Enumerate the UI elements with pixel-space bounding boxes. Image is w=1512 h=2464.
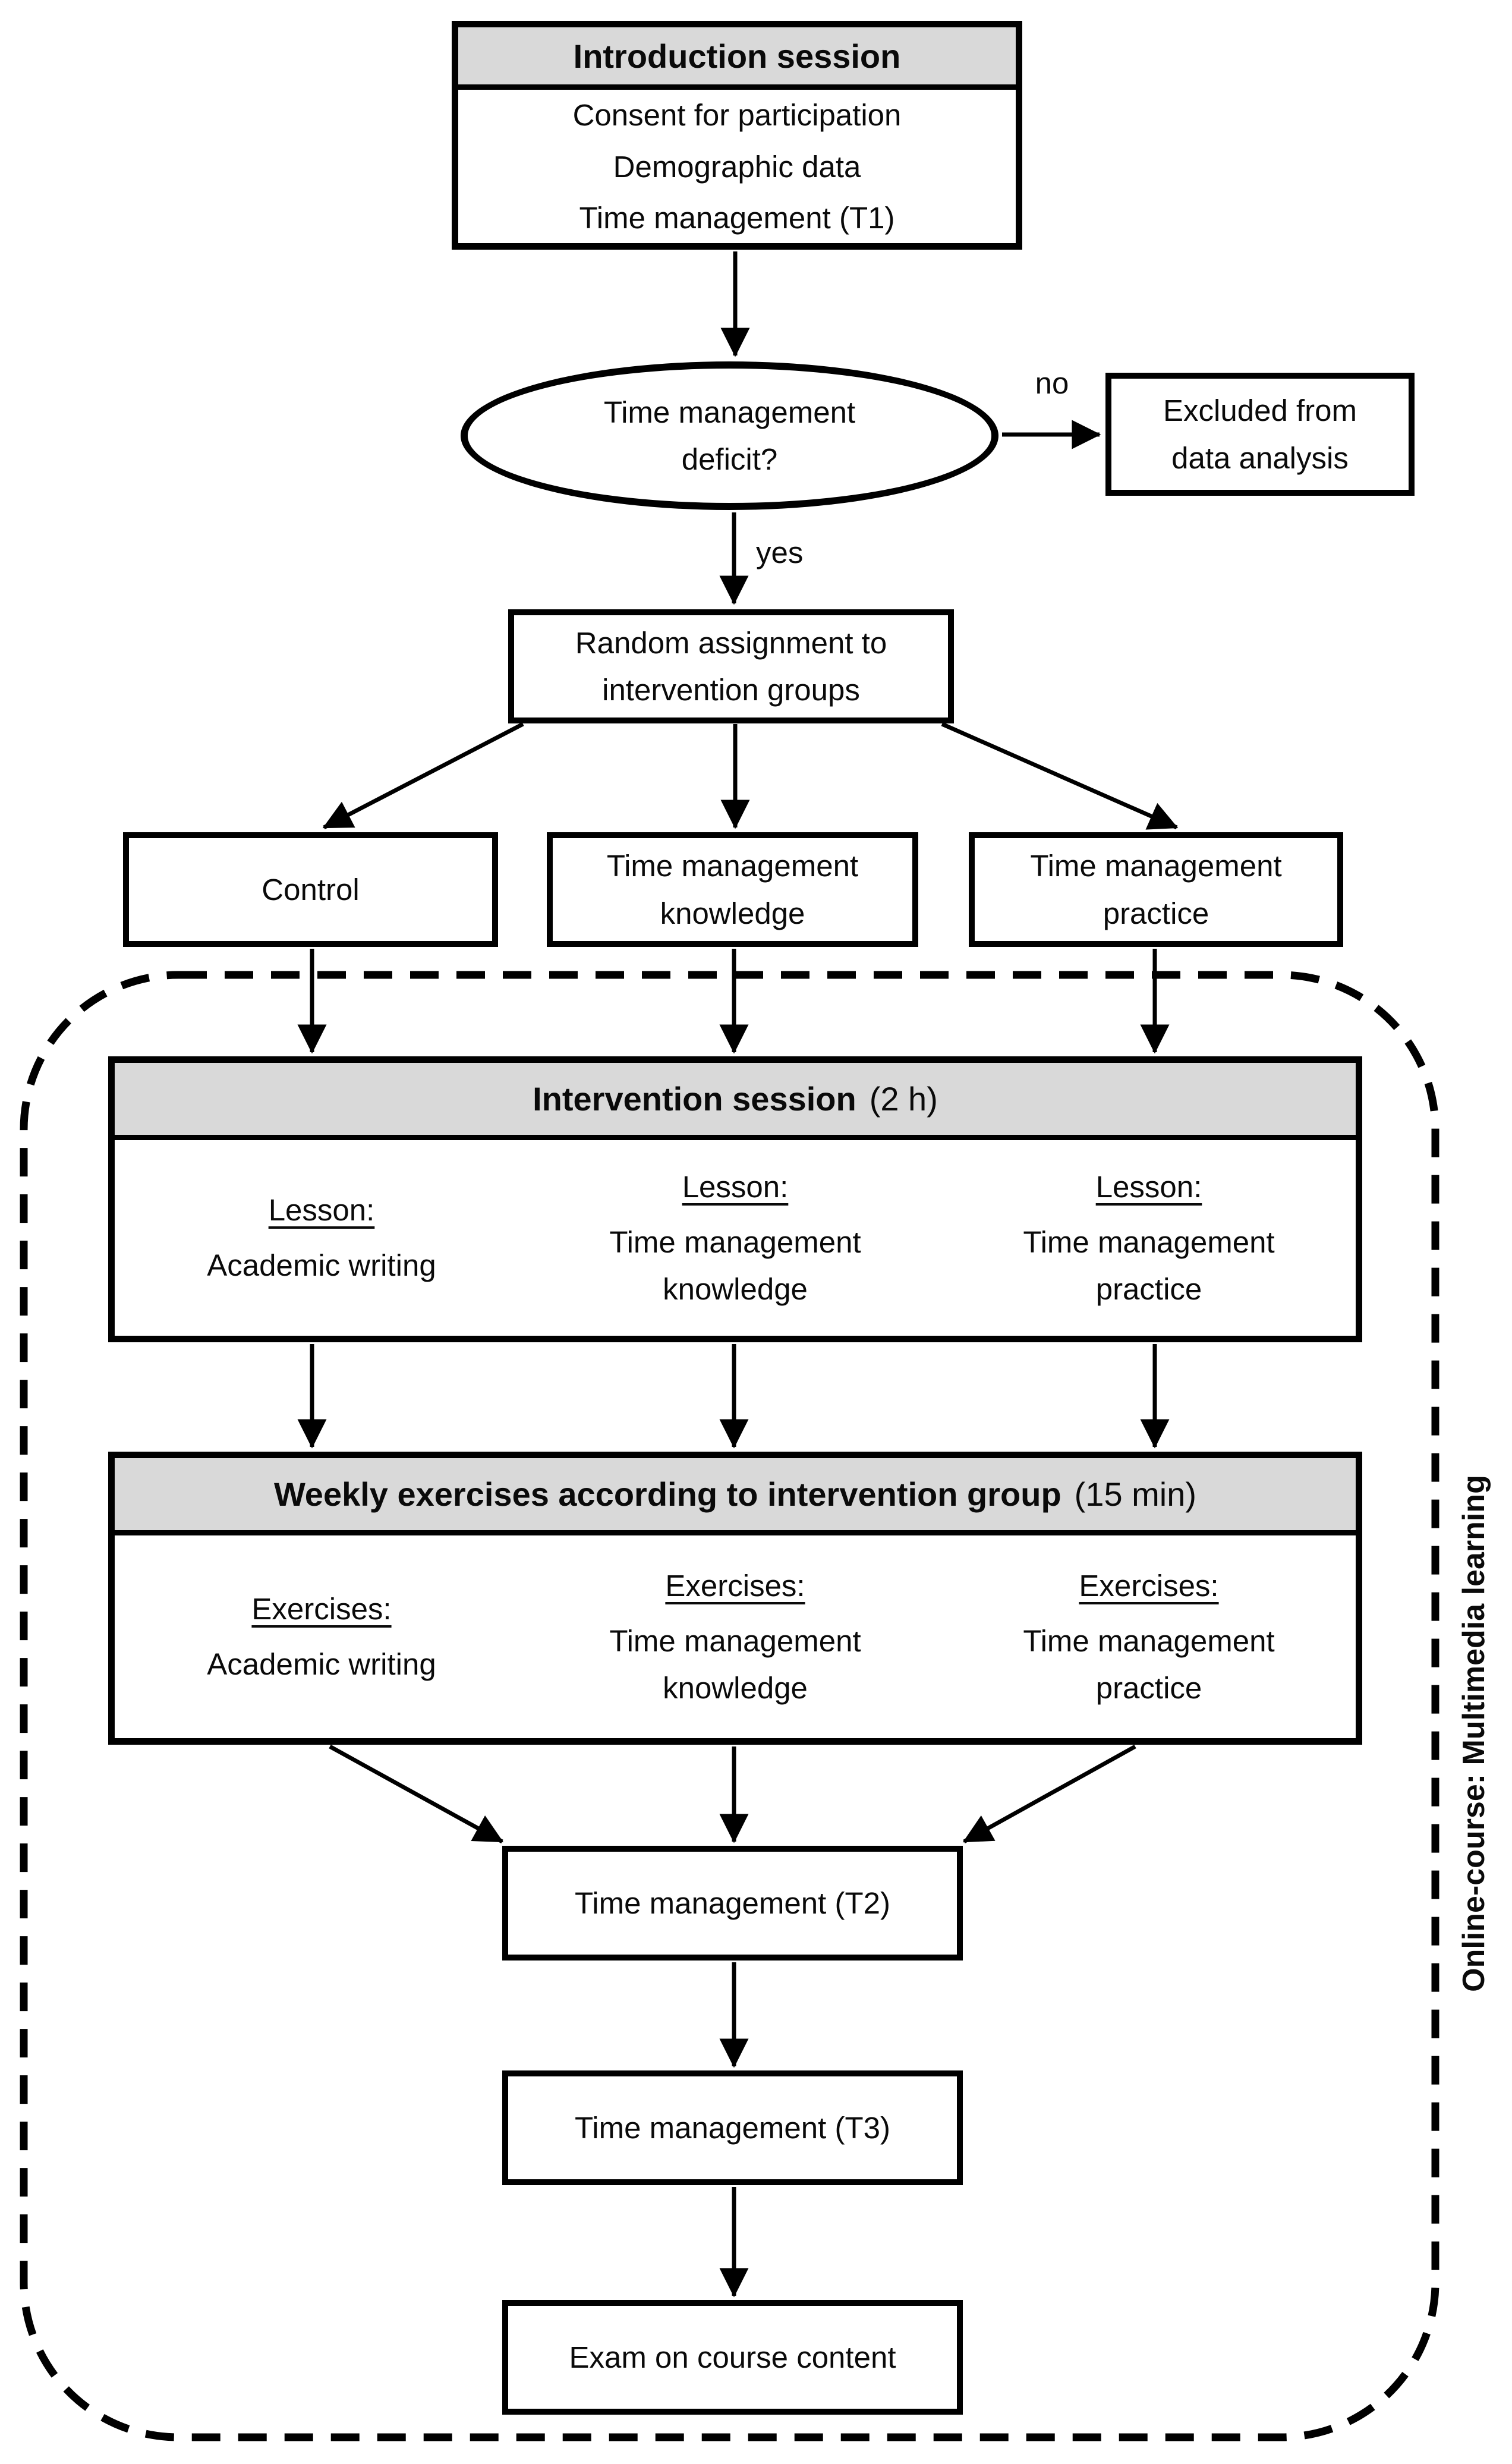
intervention-session-header: Intervention session (2 h) <box>115 1063 1356 1140</box>
weekly-exercises-header: Weekly exercises according to interventi… <box>115 1458 1356 1535</box>
introduction-session-box: Introduction session Consent for partici… <box>452 21 1022 250</box>
intervention-session-body: Lesson: Academic writing Lesson: Time ma… <box>115 1140 1356 1336</box>
intervention-session-box: Intervention session (2 h) Lesson: Acade… <box>108 1056 1362 1342</box>
lesson-heading: Lesson: <box>268 1193 375 1228</box>
weekly-columns: Exercises: Academic writing Exercises: T… <box>115 1562 1356 1711</box>
decision-ellipse: Time management deficit? <box>461 361 998 510</box>
intervention-session-title: Intervention session <box>533 1080 856 1118</box>
decision-question: Time management deficit? <box>603 395 856 476</box>
weekly-exercises-duration: (15 min) <box>1074 1475 1197 1513</box>
tm-practice-group-box: Time management practice <box>969 832 1343 947</box>
no-label: no <box>1035 366 1069 400</box>
tm-knowledge-group-label: Time management knowledge <box>606 849 859 930</box>
lesson-heading: Lesson: <box>1095 1169 1202 1204</box>
lesson-heading: Lesson: <box>682 1169 789 1204</box>
arrow-weekly-to-t2-right <box>962 1744 1136 1844</box>
introduction-session-header: Introduction session <box>458 27 1016 90</box>
weekly-exercises-title: Weekly exercises according to interventi… <box>273 1475 1061 1513</box>
introduction-session-items: Consent for participation Demographic da… <box>572 98 902 235</box>
arrow-weekly-to-t2-left <box>329 1744 504 1844</box>
introduction-session-body: Consent for participation Demographic da… <box>458 90 1016 244</box>
arrow-random-to-control <box>322 722 524 830</box>
weekly-column-practice: Exercises: Time management practice <box>942 1562 1356 1711</box>
random-assignment-text: Random assignment to intervention groups <box>575 625 887 707</box>
intervention-column-control: Lesson: Academic writing <box>115 1163 528 1313</box>
lesson-text: Academic writing <box>207 1248 436 1283</box>
time-management-t2-box: Time management (T2) <box>502 1846 963 1960</box>
weekly-exercises-body: Exercises: Academic writing Exercises: T… <box>115 1535 1356 1738</box>
online-course-dashed-border <box>20 971 1439 2441</box>
exam-text: Exam on course content <box>569 2340 896 2374</box>
control-group-box: Control <box>123 832 498 947</box>
weekly-exercises-box: Weekly exercises according to interventi… <box>108 1452 1362 1745</box>
excluded-text: Excluded from data analysis <box>1163 394 1357 475</box>
exercises-text: Time management practice <box>1023 1623 1275 1705</box>
random-assignment-box: Random assignment to intervention groups <box>508 609 954 723</box>
arrow-random-to-practice <box>941 722 1179 830</box>
weekly-column-knowledge: Exercises: Time management knowledge <box>528 1562 942 1711</box>
weekly-column-control: Exercises: Academic writing <box>115 1562 528 1711</box>
tm-knowledge-group-box: Time management knowledge <box>547 832 918 947</box>
yes-label: yes <box>756 536 804 569</box>
excluded-box: Excluded from data analysis <box>1105 373 1415 496</box>
exercises-text: Academic writing <box>207 1647 436 1682</box>
time-management-t3-text: Time management (T3) <box>575 2110 890 2145</box>
intervention-column-practice: Lesson: Time management practice <box>942 1163 1356 1313</box>
tm-practice-group-label: Time management practice <box>1030 849 1282 930</box>
intervention-column-knowledge: Lesson: Time management knowledge <box>528 1163 942 1313</box>
exercises-text: Time management knowledge <box>609 1623 861 1705</box>
exam-box: Exam on course content <box>502 2300 963 2415</box>
intervention-session-duration: (2 h) <box>869 1080 938 1118</box>
exercises-heading: Exercises: <box>251 1592 392 1626</box>
time-management-t3-box: Time management (T3) <box>502 2070 963 2185</box>
exercises-heading: Exercises: <box>665 1568 805 1603</box>
lesson-text: Time management practice <box>1023 1225 1275 1307</box>
exercises-heading: Exercises: <box>1079 1568 1219 1603</box>
intervention-columns: Lesson: Academic writing Lesson: Time ma… <box>115 1163 1356 1313</box>
control-group-label: Control <box>262 872 360 907</box>
lesson-text: Time management knowledge <box>609 1225 861 1307</box>
online-course-side-label: Online-course: Multimedia learning <box>1457 1475 1491 1992</box>
time-management-t2-text: Time management (T2) <box>575 1886 890 1920</box>
introduction-session-title: Introduction session <box>573 37 901 75</box>
